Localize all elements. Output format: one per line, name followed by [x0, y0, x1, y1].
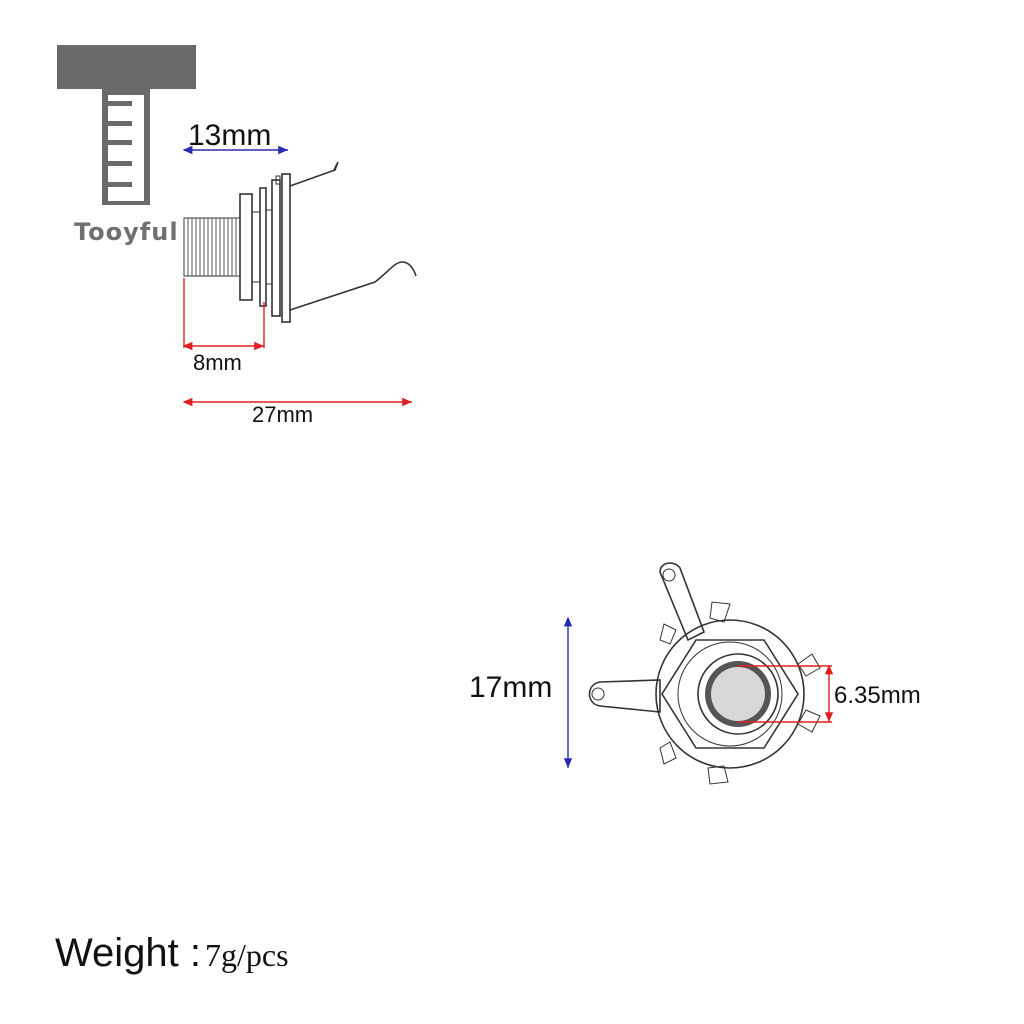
weight-value: 7g/pcs [205, 937, 289, 973]
jack-side-view [183, 161, 417, 323]
jack-front-view [588, 562, 821, 785]
ruler-t-logo-icon [57, 45, 196, 205]
dimension-label-8mm: 8mm [193, 350, 242, 375]
dimension-label-13mm: 13mm [188, 119, 271, 152]
dimension-label-17mm: 17mm [469, 671, 552, 704]
brand-name: Tooyful [74, 218, 179, 246]
weight-spec: Weight :7g/pcs [55, 931, 289, 975]
dimension-label-6-35mm: 6.35mm [834, 682, 921, 709]
weight-label: Weight : [55, 931, 201, 975]
dimension-label-27mm: 27mm [252, 402, 313, 427]
